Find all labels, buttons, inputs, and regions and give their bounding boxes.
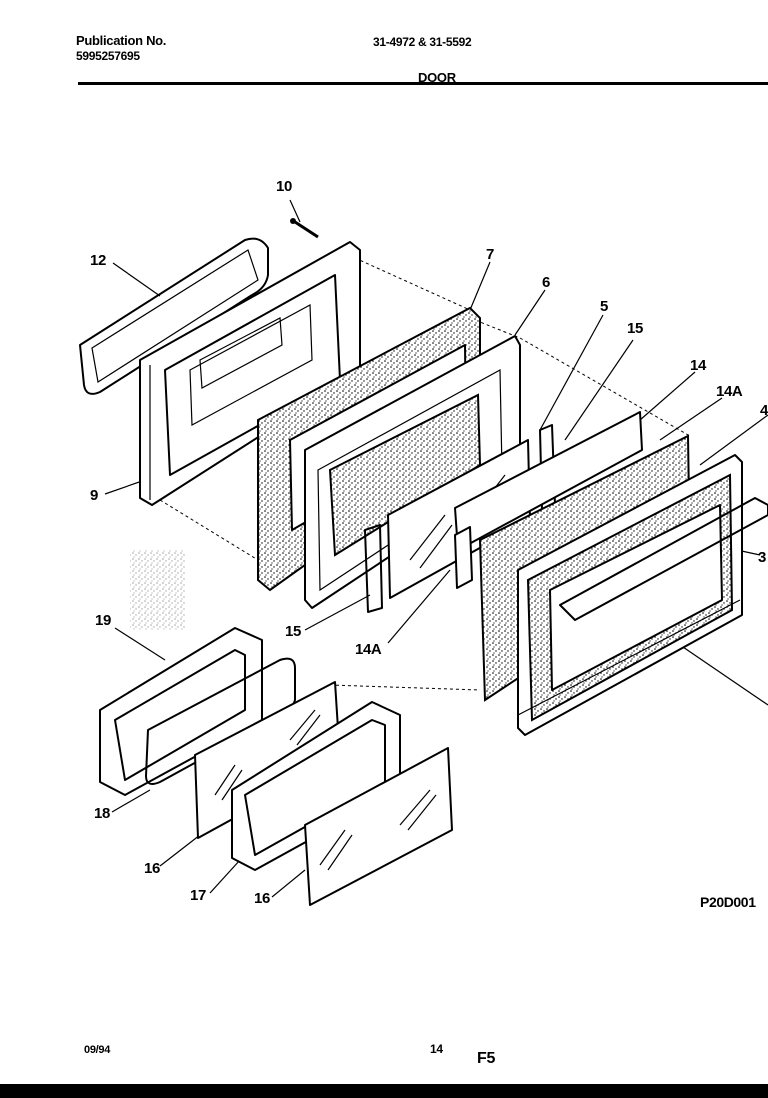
callout-4: 4 — [760, 402, 768, 419]
broiler-glass-part-16-front — [304, 747, 453, 906]
header-rule — [78, 82, 768, 85]
footer-page: 14 — [430, 1042, 443, 1056]
callout-14: 14 — [690, 357, 706, 374]
callout-5: 5 — [600, 298, 608, 315]
callout-14a-bottom: 14A — [355, 641, 382, 658]
footer-figure: F5 — [477, 1050, 496, 1067]
hinge-channel-left — [364, 524, 383, 613]
handle-part-3 — [559, 497, 768, 621]
scan-bottom-edge — [0, 1084, 768, 1098]
callout-17: 17 — [190, 887, 206, 904]
strip-part-14a — [454, 526, 473, 589]
callout-3: 3 — [758, 549, 766, 566]
callout-19: 19 — [95, 612, 111, 629]
callout-10: 10 — [276, 178, 292, 195]
gasket-part-12 — [79, 237, 269, 395]
screw-part-10 — [290, 218, 319, 239]
callout-9: 9 — [90, 487, 98, 504]
callout-16-right: 16 — [254, 890, 270, 907]
callout-6: 6 — [542, 274, 550, 291]
callout-14a-top: 14A — [716, 383, 743, 400]
callout-16-left: 16 — [144, 860, 160, 877]
callout-12: 12 — [90, 252, 106, 269]
model-numbers: 31-4972 & 31-5592 — [373, 35, 472, 49]
footer-date: 09/94 — [84, 1044, 111, 1056]
callout-15-bottom: 15 — [285, 623, 301, 640]
diagram-code: P20D001 — [700, 894, 756, 910]
publication-label: Publication No. — [76, 33, 167, 48]
callout-15-top: 15 — [627, 320, 643, 337]
publication-number: 5995257695 — [76, 49, 140, 63]
callout-18: 18 — [94, 805, 110, 822]
callout-7: 7 — [486, 246, 494, 263]
section-title: DOOR — [418, 70, 456, 85]
